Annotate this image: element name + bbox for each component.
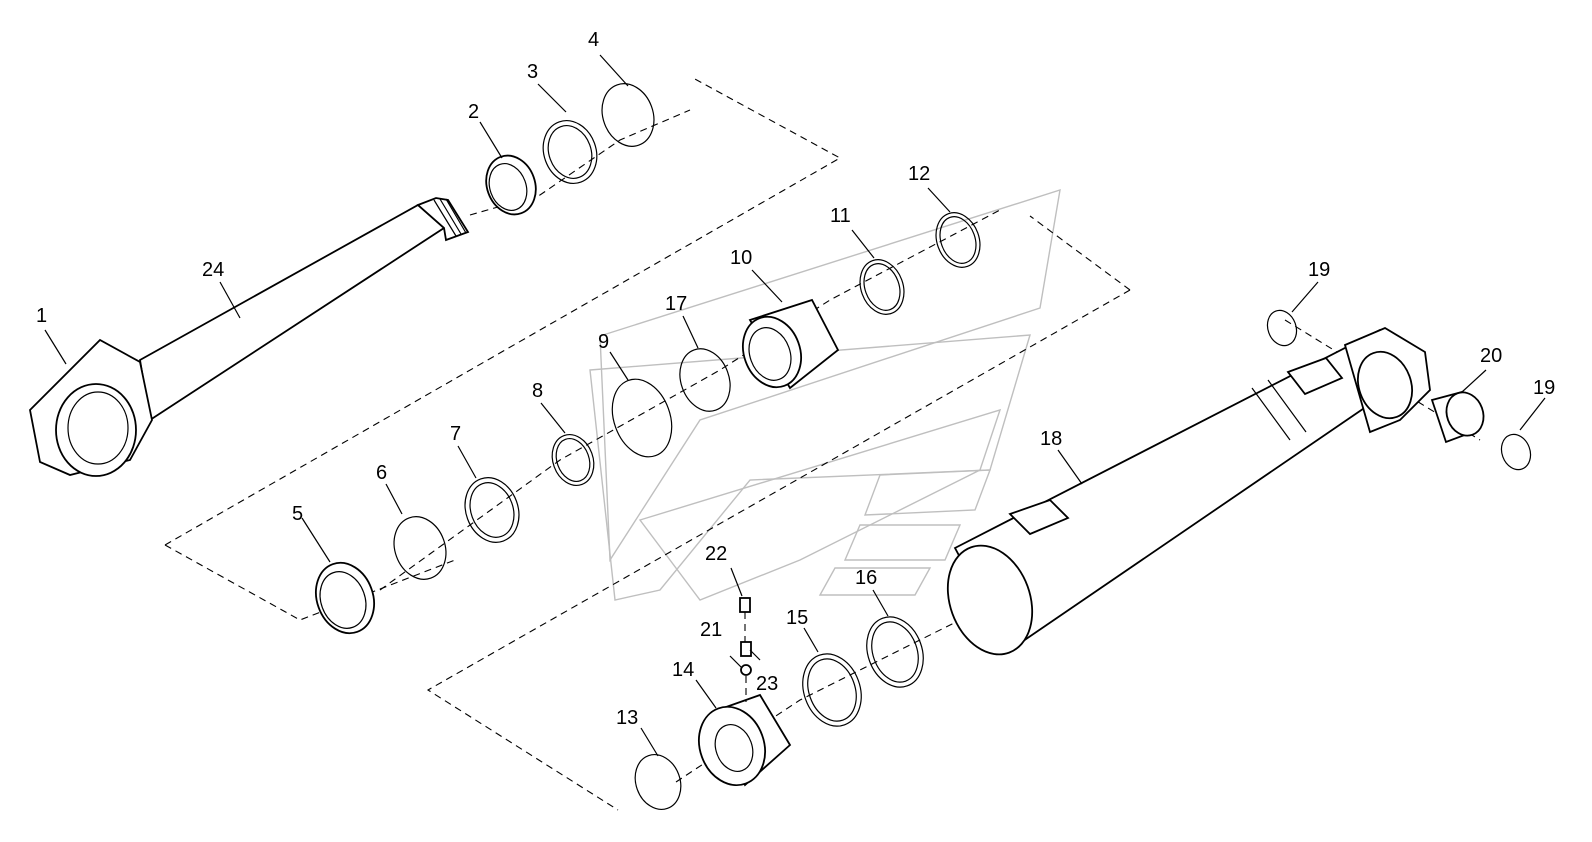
callout-20: 20 — [1480, 345, 1502, 367]
callout-19-upper: 19 — [1308, 259, 1330, 281]
part-10-gland — [742, 298, 840, 390]
callout-24: 24 — [202, 259, 224, 281]
callout-16: 16 — [855, 567, 877, 589]
callout-11: 11 — [830, 205, 851, 227]
callout-18: 18 — [1040, 428, 1062, 450]
part-13-o-ring — [634, 754, 682, 810]
callout-23: 23 — [756, 673, 778, 695]
callout-14: 14 — [672, 659, 694, 681]
part-8-wiper — [551, 434, 595, 486]
part-7-snap-ring — [464, 477, 520, 543]
callout-labels: 1 24 2 3 4 5 6 7 8 9 17 10 11 12 13 14 1… — [36, 29, 1555, 729]
part-16-wear-ring — [866, 616, 924, 688]
callout-9: 9 — [598, 331, 609, 353]
leader-lines — [44, 54, 1546, 757]
callout-19-lower: 19 — [1533, 377, 1555, 399]
piston-rod-assembly — [29, 197, 470, 477]
callout-22: 22 — [705, 543, 727, 565]
callout-8: 8 — [532, 380, 543, 402]
part-20-bushing — [1430, 390, 1485, 444]
callout-4: 4 — [588, 29, 599, 51]
callout-3: 3 — [527, 61, 538, 83]
callout-10: 10 — [730, 247, 752, 269]
part-21-ball — [740, 664, 752, 676]
callout-13: 13 — [616, 707, 638, 729]
callout-5: 5 — [292, 503, 303, 525]
part-19-snap-ring-upper — [1266, 309, 1298, 347]
part-22-set-screw — [739, 597, 751, 613]
part-4-o-ring — [601, 83, 655, 147]
part-6-o-ring — [393, 516, 447, 580]
part-17-o-ring — [679, 348, 731, 412]
part-18-cylinder-barrel — [946, 326, 1431, 656]
callout-15: 15 — [786, 607, 808, 629]
callout-1: 1 — [36, 305, 47, 327]
part-12-seal — [935, 212, 981, 268]
part-23-set-screw — [740, 641, 752, 657]
part-11-seal — [859, 259, 905, 315]
part-14-piston — [698, 693, 792, 787]
watermark-logo — [589, 188, 1061, 601]
callout-2: 2 — [468, 101, 479, 123]
callout-17: 17 — [665, 293, 687, 315]
part-15-piston-seal — [802, 653, 862, 727]
parts-21-22-23-ball-screws — [739, 597, 752, 702]
callout-12: 12 — [908, 163, 930, 185]
callout-7: 7 — [450, 423, 461, 445]
part-2-collar — [485, 154, 537, 216]
part-5-gland-seal — [315, 561, 375, 635]
part-9-backup-ring — [611, 378, 673, 458]
part-19-snap-ring-lower — [1500, 433, 1532, 471]
part-3-snap-ring — [542, 120, 598, 184]
callout-21: 21 — [700, 619, 722, 641]
callout-6: 6 — [376, 462, 387, 484]
